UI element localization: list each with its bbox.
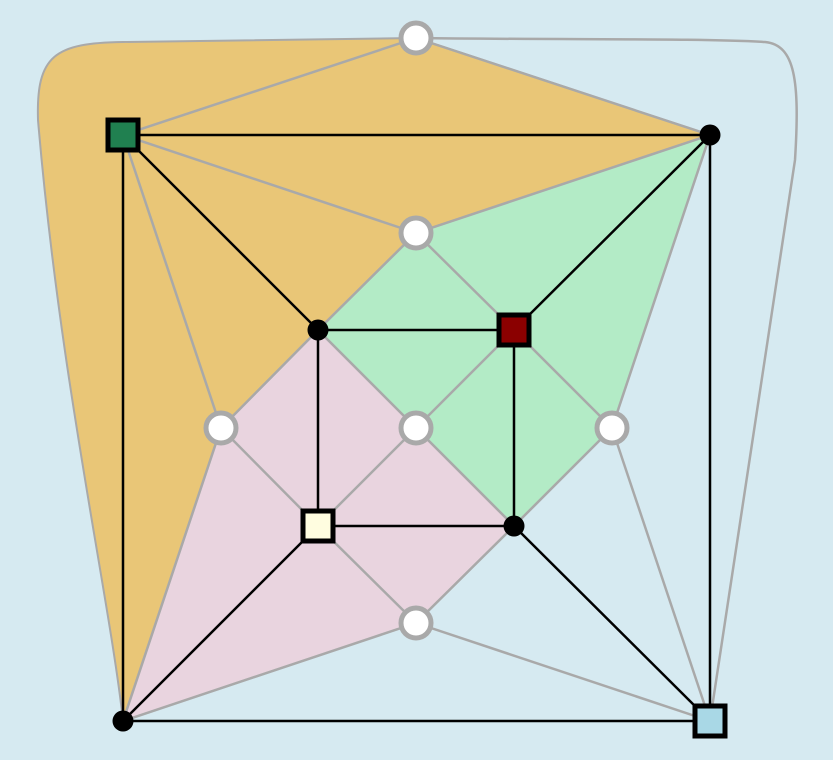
- gray-edge-w-right-b-lower-right: [513, 427, 613, 527]
- gray-edge-w-center-b-lower-right: [415, 427, 515, 527]
- square-node-sq-green: [105, 117, 141, 153]
- gray-edge-w-left-b-bottom-left: [121, 427, 223, 722]
- white-node-w-right: [594, 410, 630, 446]
- black-node-b-lower-right: [503, 515, 525, 537]
- gray-edge-w-center-b-center: [317, 329, 417, 429]
- black-edge-sq-green-b-center: [122, 134, 319, 331]
- square-node-sq-blue: [692, 703, 728, 739]
- gray-edge-w-left-sq-green: [121, 134, 223, 429]
- white-node-w-left: [203, 410, 239, 446]
- gray-edge-w-bottom-b-bottom-left: [122, 621, 417, 723]
- gray-edge-w-upper-mid-b-center: [317, 232, 417, 331]
- gray-edge-w-bottom-sq-blue: [415, 621, 711, 723]
- black-edge-b-top-right-sq-red: [513, 134, 711, 331]
- white-node-w-top: [398, 20, 434, 56]
- white-node-w-center: [398, 410, 434, 446]
- gray-edge-w-right-sq-blue: [610, 427, 712, 722]
- black-edge-layer: [121, 133, 712, 723]
- black-edge-b-lower-right-sq-blue: [513, 525, 711, 722]
- gray-edge-w-top-sq-green: [122, 36, 417, 137]
- gray-edge-w-upper-mid-b-top-right: [415, 133, 711, 235]
- black-node-b-bottom-left: [112, 710, 134, 732]
- gray-edge-w-right-b-top-right: [610, 134, 712, 429]
- gray-edge-w-left-b-center: [220, 329, 319, 429]
- gray-edge-w-top-b-top-right: [415, 36, 711, 137]
- square-node-sq-yellow: [300, 508, 336, 544]
- black-node-b-top-right: [699, 124, 721, 146]
- white-node-w-upper-mid: [398, 215, 434, 251]
- black-node-b-center: [307, 319, 329, 341]
- square-node-sq-red: [496, 312, 532, 348]
- gray-edge-w-bottom-b-lower-right: [415, 525, 515, 624]
- gray-outer-arc-edge: [415, 36, 798, 722]
- face-orange: [36, 37, 711, 722]
- black-edge-sq-yellow-b-bottom-left: [122, 525, 319, 722]
- white-node-w-bottom: [398, 605, 434, 641]
- gray-edge-w-upper-mid-sq-green: [122, 133, 417, 235]
- node-layer: [105, 20, 728, 739]
